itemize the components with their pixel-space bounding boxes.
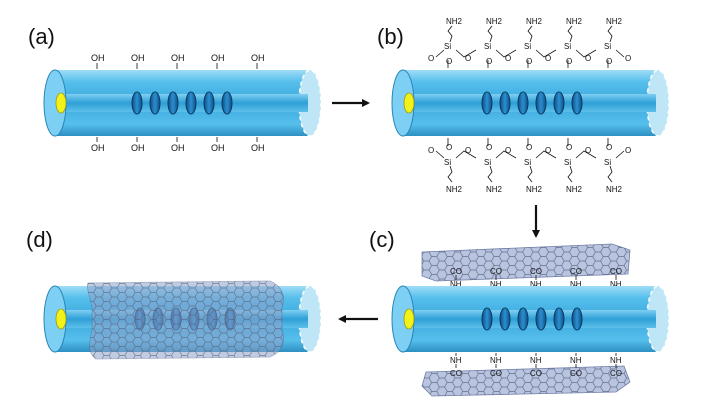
oh-label: OH [211,53,225,63]
co-label: CO [530,369,542,378]
siloxane-chain-top [435,25,625,68]
amine-label: NH2 [606,17,623,26]
si-label: Si [564,158,571,167]
o-label: O [428,146,434,155]
hydroxyl-groups-top [96,63,258,69]
o-label: O [566,57,572,66]
co-label: CO [450,369,462,378]
amine-label: NH2 [526,17,543,26]
co-label: CO [610,369,622,378]
o-label: O [526,57,532,66]
nh-label: NH [570,356,582,365]
o-label: O [465,54,471,63]
siloxane-chain-bottom [435,138,625,183]
nh-label: NH [450,280,462,289]
o-label: O [606,57,612,66]
oh-label: OH [171,143,185,153]
o-label: O [585,54,591,63]
o-label: O [486,57,492,66]
o-label: O [505,146,511,155]
o-label: O [625,146,631,155]
tube-d [43,280,322,360]
amine-label: NH2 [446,17,463,26]
o-label: O [566,143,572,152]
o-label: O [446,143,452,152]
oh-label: OH [211,143,225,153]
si-label: Si [484,158,491,167]
co-label: CO [570,369,582,378]
panel-label-a: (a) [28,24,55,49]
co-label: CO [570,267,582,276]
oh-label: OH [251,53,265,63]
nh-label: NH [530,356,542,365]
amine-label: NH2 [566,17,583,26]
oh-label: OH [131,53,145,63]
co-label: CO [490,267,502,276]
co-label: CO [610,267,622,276]
nh-label: NH [570,280,582,289]
si-label: Si [524,158,531,167]
o-label: O [486,143,492,152]
nh-label: NH [450,356,462,365]
amine-label: NH2 [486,185,503,194]
ring-group-a [131,91,233,115]
si-label: Si [604,158,611,167]
hydroxyl-groups-bottom [96,137,258,142]
tube-a: OH OH OH OH OH OH OH OH OH OH [43,53,322,153]
amine-label: NH2 [446,185,463,194]
oh-label: OH [91,53,105,63]
ring-group-c [481,307,583,331]
nh-label: NH [490,356,502,365]
o-label: O [545,146,551,155]
amide-links-bottom [455,353,617,368]
co-label: CO [530,267,542,276]
nh-label: NH [610,356,622,365]
o-label: O [625,54,631,63]
siloxane-labels-top: Si Si Si Si Si O O O O O O O O O O O NH2… [428,17,631,66]
panel-label-c: (c) [369,227,395,252]
o-label: O [526,143,532,152]
nh-label: NH [490,280,502,289]
amine-label: NH2 [526,185,543,194]
amine-label: NH2 [486,17,503,26]
o-label: O [545,54,551,63]
nh-label: NH [610,280,622,289]
o-label: O [585,146,591,155]
tube-b: Si Si Si Si Si O O O O O O O O O O O NH2… [391,17,670,194]
oh-label: OH [131,143,145,153]
si-label: Si [564,42,571,51]
o-label: O [606,143,612,152]
ring-group-b [481,91,583,115]
co-label: CO [490,369,502,378]
si-label: Si [524,42,531,51]
siloxane-labels-bottom: Si Si Si Si Si O O O O O O O O O O O NH2… [428,143,631,194]
panel-label-b: (b) [377,24,404,49]
oh-label: OH [251,143,265,153]
si-label: Si [444,42,451,51]
o-label: O [465,146,471,155]
oh-label: OH [171,53,185,63]
graphene-wrap [87,280,284,360]
amine-label: NH2 [566,185,583,194]
o-label: O [428,54,434,63]
o-label: O [446,57,452,66]
tube-c: CO CO CO CO CO NH NH NH NH NH NH NH NH [391,243,670,397]
co-label: CO [450,267,462,276]
si-label: Si [604,42,611,51]
graphene-sheet-top [421,243,631,282]
nh-label: NH [530,280,542,289]
amine-label: NH2 [606,185,623,194]
si-label: Si [444,158,451,167]
oh-label: OH [91,143,105,153]
o-label: O [505,54,511,63]
si-label: Si [484,42,491,51]
graphene-sheet-bottom [421,365,631,397]
panel-label-d: (d) [26,227,53,252]
